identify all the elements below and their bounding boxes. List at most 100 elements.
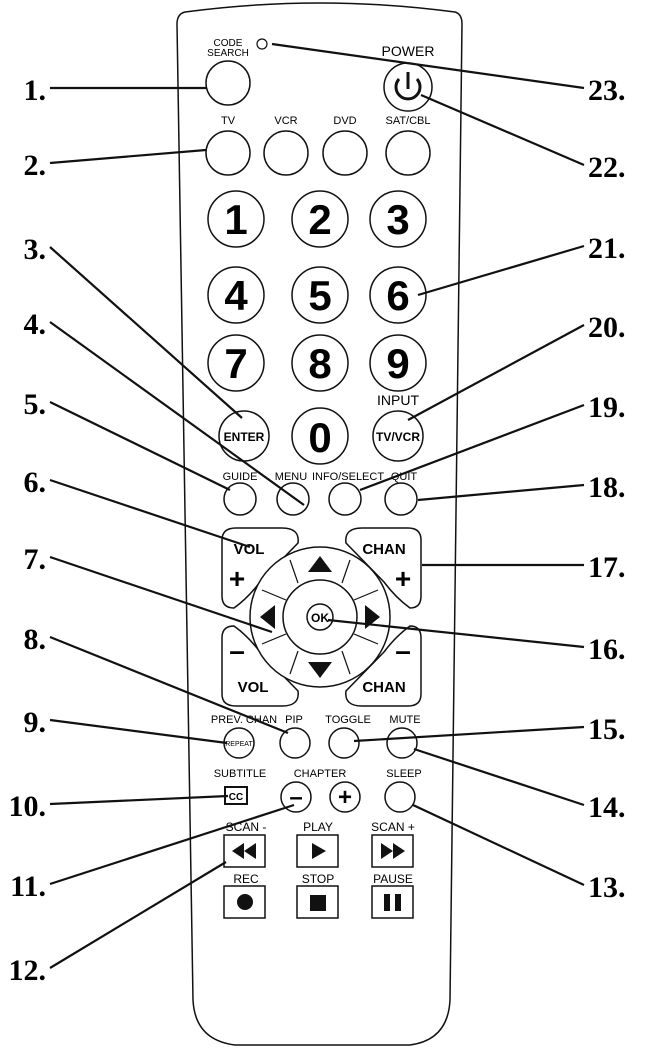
led-indicator — [256, 38, 268, 50]
chapter-minus-button[interactable] — [280, 781, 312, 813]
fast-forward-icon — [381, 843, 405, 859]
digit-1-label: 1 — [224, 196, 247, 243]
digit-1-button[interactable] — [207, 190, 265, 248]
device-button-tv[interactable] — [205, 130, 251, 176]
leader-line — [359, 403, 585, 492]
play-icon — [312, 843, 326, 859]
left-arrow-icon[interactable] — [260, 605, 275, 629]
toggle-button[interactable] — [328, 727, 360, 759]
pip-label: PIP — [285, 714, 303, 726]
scan-minus-label: SCAN - — [226, 820, 267, 834]
device-button-vcr[interactable] — [263, 130, 309, 176]
digit-5-button[interactable] — [291, 266, 349, 324]
chan-minus-sign: – — [395, 635, 411, 666]
digit-4-button[interactable] — [207, 266, 265, 324]
leader-line — [413, 747, 585, 807]
code-search-button[interactable] — [205, 60, 251, 106]
callout-number: 18. — [588, 471, 626, 504]
leader-line — [407, 324, 585, 421]
digit-9-label: 9 — [386, 340, 409, 387]
device-button-sat-cbl[interactable] — [385, 130, 431, 176]
right-arrow-icon[interactable] — [365, 605, 380, 629]
pause-icon — [384, 894, 401, 911]
callout-number: 8. — [24, 623, 47, 656]
leader-line — [353, 725, 585, 743]
callout-number: 4. — [24, 308, 47, 341]
callout-number: 13. — [588, 871, 626, 904]
tv-vcr-button[interactable] — [372, 410, 424, 462]
callout-number: 2. — [24, 149, 47, 182]
play-label: PLAY — [303, 820, 333, 834]
leader-line — [49, 478, 251, 549]
digit-8-button[interactable] — [291, 334, 349, 392]
info-select-label: INFO/SELECT — [312, 471, 384, 483]
rewind-icon — [232, 843, 256, 859]
digit-7-button[interactable] — [207, 334, 265, 392]
callout-number: 15. — [588, 713, 626, 746]
mute-button[interactable] — [386, 727, 418, 759]
tv-vcr-label: TV/VCR — [376, 430, 420, 444]
callout-number: 16. — [588, 633, 626, 666]
leader-line — [49, 148, 207, 165]
digit-6-button[interactable] — [369, 266, 427, 324]
down-arrow-icon[interactable] — [308, 662, 332, 678]
device-label-dvd: DVD — [333, 115, 356, 127]
stop-icon — [310, 895, 326, 911]
ok-button[interactable] — [306, 603, 334, 631]
pause-label: PAUSE — [373, 872, 413, 886]
pause-button[interactable] — [371, 885, 414, 919]
callout-number: 1. — [24, 74, 47, 107]
leader-line — [49, 401, 231, 491]
leader-line — [412, 804, 585, 886]
enter-label: ENTER — [224, 430, 265, 444]
vol-plus-sign: + — [229, 563, 245, 594]
digit-6-label: 6 — [386, 272, 409, 319]
callout-number: 12. — [9, 954, 47, 987]
digit-3-label: 3 — [386, 196, 409, 243]
chan-down-label: CHAN — [362, 679, 405, 696]
info-select-button[interactable] — [328, 482, 362, 516]
leader-line — [49, 861, 227, 969]
callout-number: 9. — [24, 706, 47, 739]
callout-number: 7. — [24, 543, 47, 576]
sleep-button[interactable] — [384, 781, 416, 813]
transport-controls: SCAN - PLAY SCAN + REC STOP PAUSE — [223, 820, 415, 919]
digit-8-label: 8 — [308, 340, 331, 387]
digit-0-label: 0 — [308, 414, 331, 461]
stop-label: STOP — [302, 872, 334, 886]
callout-number: 19. — [588, 391, 626, 424]
digit-2-label: 2 — [308, 196, 331, 243]
guide-label: GUIDE — [223, 471, 258, 483]
leader-line — [327, 618, 585, 649]
quit-button[interactable] — [384, 482, 418, 516]
ok-label: OK — [311, 611, 329, 625]
record-icon — [237, 894, 253, 910]
menu-label: MENU — [275, 471, 307, 483]
chapter-plus-button[interactable] — [329, 781, 361, 813]
callout-number: 23. — [588, 74, 626, 107]
leader-line — [49, 635, 289, 735]
guide-button[interactable] — [223, 482, 257, 516]
pip-button[interactable] — [279, 727, 311, 759]
mute-label: MUTE — [389, 714, 420, 726]
callout-number: 20. — [588, 311, 626, 344]
leader-line — [420, 93, 585, 167]
leader-line — [417, 483, 585, 502]
sleep-label: SLEEP — [386, 768, 421, 780]
pip-row: PREV. CHAN REPEAT PIP TOGGLE MUTE — [211, 714, 421, 759]
callout-number: 5. — [24, 388, 47, 421]
power-label: POWER — [382, 43, 435, 59]
record-button[interactable] — [223, 885, 266, 919]
digit-7-label: 7 — [224, 340, 247, 387]
input-label: INPUT — [377, 392, 419, 408]
chapter-minus-sign: – — [289, 784, 302, 811]
leader-line — [49, 718, 228, 745]
digit-3-button[interactable] — [369, 190, 427, 248]
digit-9-button[interactable] — [369, 334, 427, 392]
device-button-dvd[interactable] — [322, 130, 368, 176]
chan-plus-sign: + — [395, 563, 411, 594]
digit-2-button[interactable] — [291, 190, 349, 248]
digit-0-button[interactable] — [291, 407, 349, 465]
device-label-sat-cbl: SAT/CBL — [385, 115, 430, 127]
up-arrow-icon[interactable] — [308, 556, 332, 572]
